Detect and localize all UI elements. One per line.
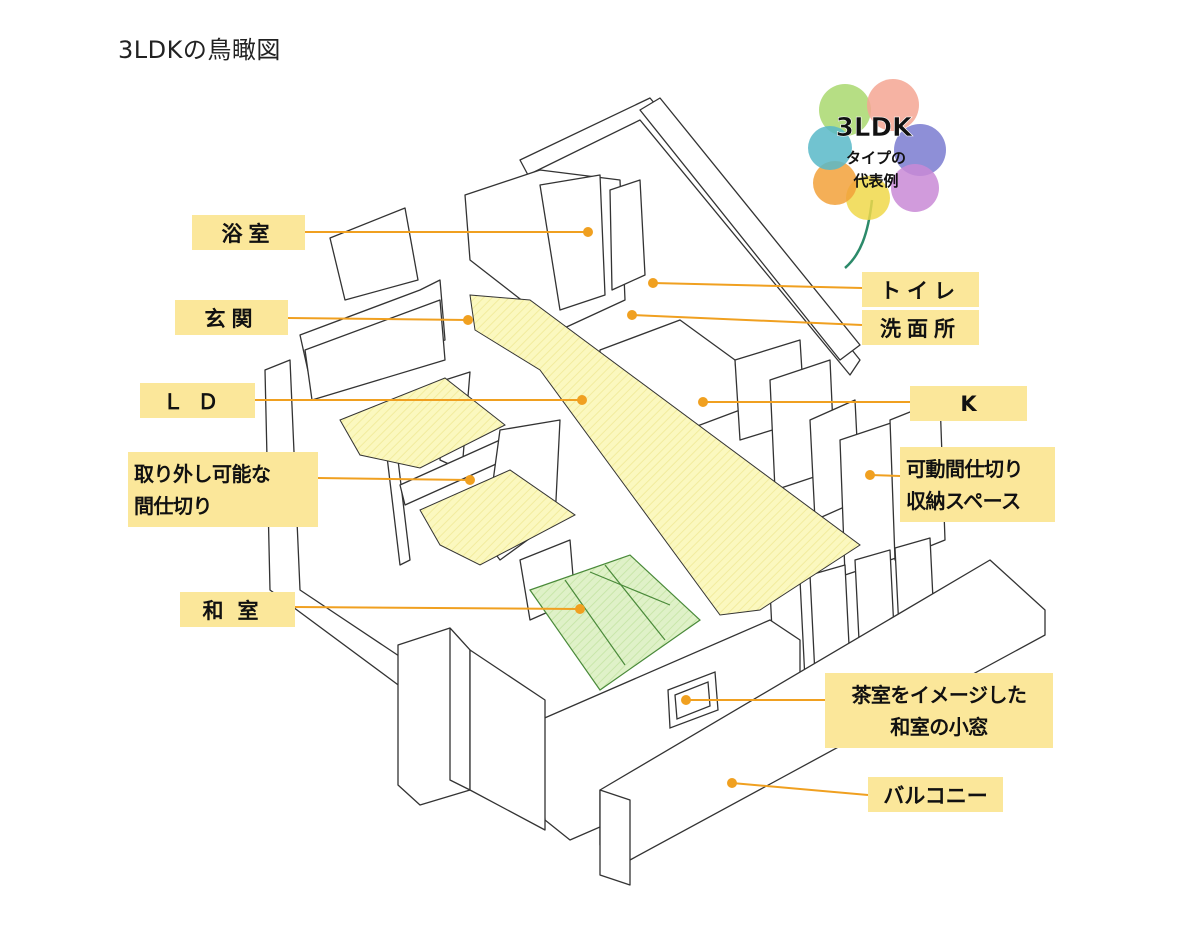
page-title: 3LDKの鳥瞰図 <box>118 36 281 64</box>
label-removable-partition-line2: 間仕切り <box>134 493 213 518</box>
label-entrance: 玄関 <box>175 300 288 335</box>
label-tea-window-line2: 和室の小窓 <box>890 714 988 739</box>
logo-main-text: 3LDK <box>836 113 913 143</box>
logo-line2: タイプの <box>846 149 906 167</box>
ld-floor <box>469 294 861 616</box>
removable-room-floor <box>419 469 576 566</box>
label-toilet: トイレ <box>862 272 979 307</box>
label-kitchen: K <box>910 386 1027 421</box>
balcony-end <box>599 789 631 886</box>
label-tea-window-line1: 茶室をイメージした <box>851 682 1027 707</box>
label-removable-partition: 取り外し可能な 間仕切り <box>128 452 318 527</box>
label-japanese-room: 和室 <box>180 592 295 627</box>
label-movable-storage-line1: 可動間仕切り <box>906 456 1024 481</box>
left-bottom-wall <box>469 649 546 831</box>
tatami-floor <box>529 554 701 691</box>
label-bathroom: 浴室 <box>192 215 305 250</box>
left-upper-wall <box>329 207 419 301</box>
label-tea-window: 茶室をイメージした 和室の小窓 <box>825 673 1053 748</box>
leader-lines <box>255 227 910 796</box>
label-balcony: バルコニー <box>868 777 1003 812</box>
label-ld: ＬＤ <box>140 383 255 418</box>
outer-rim-top <box>639 97 861 361</box>
label-washroom: 洗面所 <box>862 310 979 345</box>
3ldk-logo: 3LDK タイプの 代表例 <box>808 79 946 269</box>
label-movable-storage-line2: 収納スペース <box>906 488 1021 513</box>
label-movable-storage: 可動間仕切り 収納スペース <box>900 447 1055 522</box>
partition-upper <box>304 299 446 401</box>
label-removable-partition-line1: 取り外し可能な <box>134 461 271 486</box>
logo-line3: 代表例 <box>852 172 898 190</box>
